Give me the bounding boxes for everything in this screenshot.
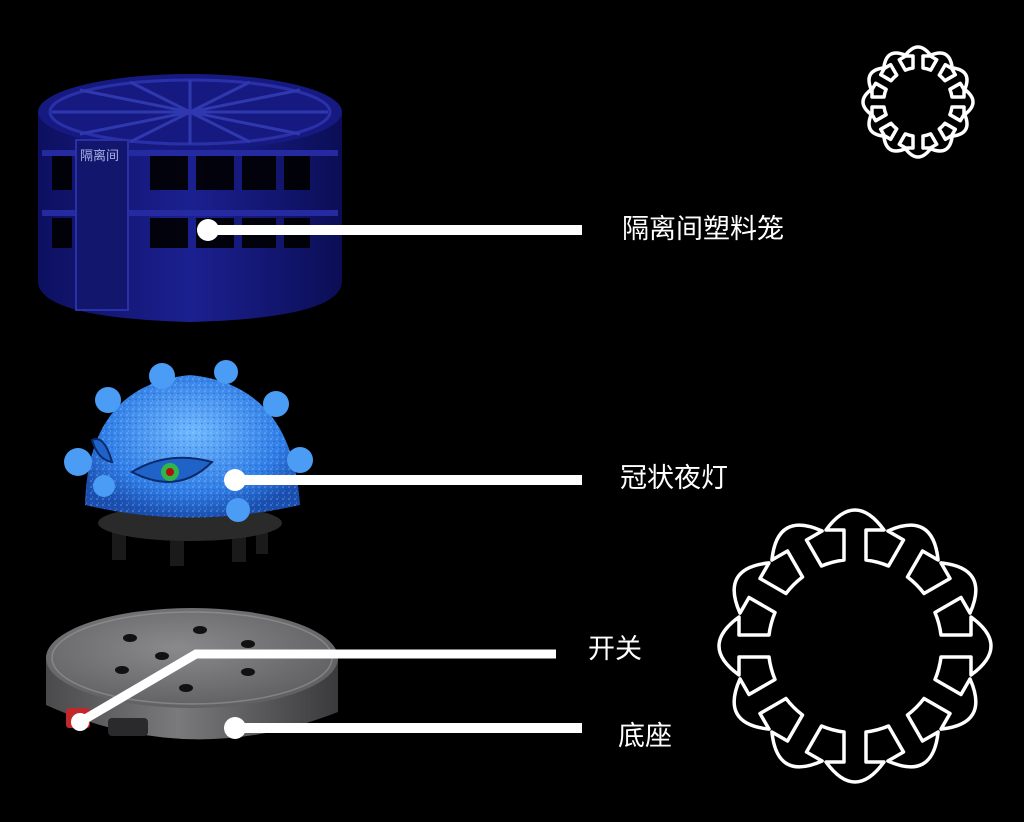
callout-label-lamp: 冠状夜灯: [620, 463, 728, 494]
callout-label-base: 底座: [618, 721, 672, 752]
corona-night-lamp: [64, 360, 313, 566]
virus-outline-icon: [861, 45, 975, 159]
isolation-cage: 隔离间: [38, 74, 342, 322]
cage-sign: 隔离间: [80, 148, 119, 164]
virus-outline-icon: [717, 508, 993, 784]
callout-label-cage: 隔离间塑料笼: [622, 214, 784, 245]
callout-leaders: [71, 219, 582, 739]
virus-outline-shape: [861, 45, 975, 159]
callout-label-switch: 开关: [588, 634, 642, 665]
eye-icon: [90, 438, 214, 483]
virus-outline-shape: [717, 508, 993, 784]
